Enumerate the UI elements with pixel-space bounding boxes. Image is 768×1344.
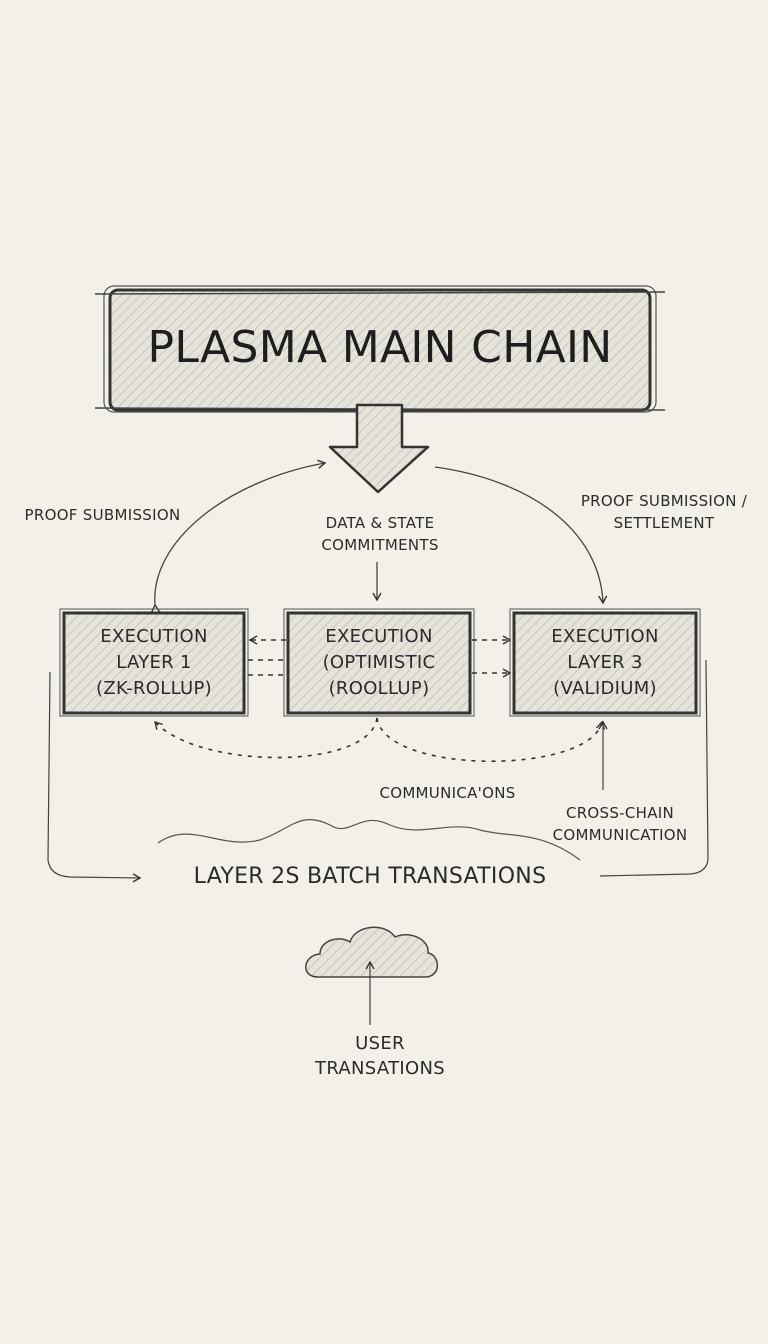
main-chain-box <box>94 285 666 413</box>
layer-2-line2: (Optimistic <box>322 652 436 673</box>
label-communications: Communica'ons <box>379 784 516 802</box>
layer-2-line1: Execution <box>325 626 433 647</box>
label-proof-settlement: Proof Submission / Settlement <box>560 490 768 534</box>
execution-box-3 <box>509 608 701 717</box>
label-cross-chain-line2: Communication <box>552 826 688 844</box>
layer-1-line1: Execution <box>100 626 208 647</box>
right-bracket-line <box>599 659 709 877</box>
layer-3-line3: (Validium) <box>553 678 657 699</box>
label-proof-submission: Proof Submission <box>24 506 181 524</box>
label-proof-settlement-line2: Settlement <box>613 514 715 532</box>
left-bracket-arrow <box>47 671 142 883</box>
label-batch-transactions: Layer 2s Batch Transations <box>193 864 547 889</box>
execution-box-1 <box>59 608 249 717</box>
down-arrow-icon <box>328 403 430 494</box>
execution-layer-1-label: Execution Layer 1 (ZK-Rollup) <box>64 624 244 702</box>
box-dashed-links <box>248 635 512 678</box>
execution-box-2 <box>283 608 475 717</box>
settlement-arrow <box>434 466 608 605</box>
execution-layer-3-label: Execution Layer 3 (Validium) <box>514 624 696 702</box>
label-user-line2: Transations <box>315 1058 445 1079</box>
main-chain-title: Plasma Main Chain <box>147 322 613 373</box>
layer-1-line3: (ZK-Rollup) <box>96 678 212 699</box>
label-data-state-line2: Commitments <box>321 536 439 554</box>
label-proof-settlement-line1: Proof Submission / <box>580 492 748 510</box>
layer-1-line2: Layer 1 <box>116 652 192 673</box>
communications-arc-right <box>376 717 605 763</box>
layer-3-line2: Layer 3 <box>567 652 643 673</box>
layer-3-line1: Execution <box>551 626 659 647</box>
communications-arc-left <box>154 717 378 759</box>
execution-layer-2-label: Execution (Optimistic (Roollup) <box>288 624 470 702</box>
label-cross-chain: Cross-Chain Communication <box>535 802 705 846</box>
cloud-icon <box>305 926 439 978</box>
batch-wave <box>157 819 581 861</box>
label-user-line1: User <box>355 1033 405 1054</box>
label-user-transactions: User Transations <box>290 1031 470 1081</box>
layer-2-line3: (Roollup) <box>328 678 430 699</box>
label-cross-chain-line1: Cross-Chain <box>565 804 675 822</box>
label-data-state: Data & State Commitments <box>290 512 470 556</box>
proof-submission-arrow <box>150 459 327 613</box>
label-data-state-line1: Data & State <box>325 514 435 532</box>
